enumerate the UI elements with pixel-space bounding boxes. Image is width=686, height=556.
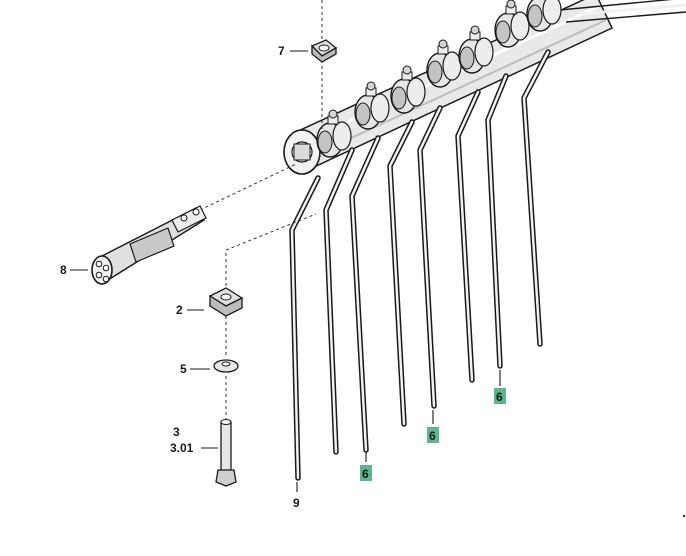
callout-2[interactable]: 2 — [176, 303, 183, 317]
callout-6c[interactable]: 6 — [496, 390, 503, 404]
highlight-box-6a — [360, 465, 372, 481]
edge-mark — [682, 514, 686, 518]
leader-lines — [70, 50, 501, 492]
callout-3-01[interactable]: 3.01 — [170, 441, 194, 455]
shaft-end — [283, 129, 321, 175]
highlight-box-6c — [494, 388, 506, 404]
tine-5 — [417, 105, 443, 409]
callout-3[interactable]: 3 — [173, 425, 180, 439]
part-5-washer — [213, 359, 239, 373]
callout-9[interactable]: 9 — [293, 496, 300, 510]
part-8-adapter — [91, 205, 207, 285]
tines-highlight — [290, 50, 550, 480]
tine-6 — [455, 89, 481, 383]
callout-5[interactable]: 5 — [180, 362, 187, 376]
callout-8[interactable]: 8 — [60, 263, 67, 277]
callout-6b[interactable]: 6 — [429, 429, 436, 443]
assembly-lines — [199, 0, 323, 420]
callout-7[interactable]: 7 — [278, 44, 285, 58]
part-2-square-nut — [208, 287, 244, 317]
part-7-nut — [310, 39, 338, 63]
part-3-bolt — [215, 419, 237, 487]
highlight-box-6b — [427, 427, 439, 443]
callout-6a[interactable]: 6 — [362, 467, 369, 481]
